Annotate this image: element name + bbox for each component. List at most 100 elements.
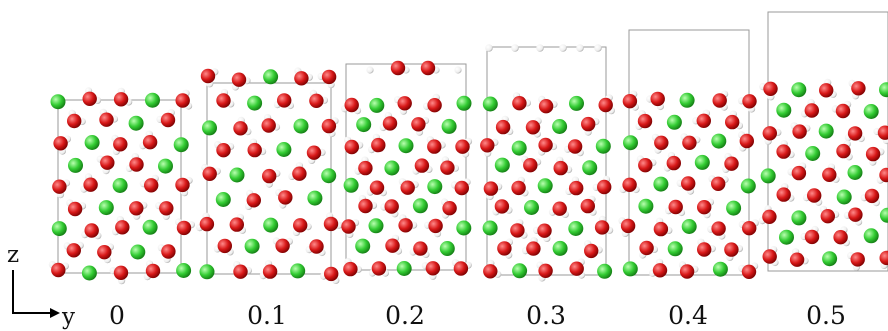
chlorine-atom <box>694 154 710 170</box>
chlorine-atom <box>726 200 742 216</box>
oxygen-atom <box>865 146 881 162</box>
chlorine-atom <box>776 102 792 118</box>
oxygen-atom <box>277 93 292 108</box>
chlorine-atom <box>711 133 727 149</box>
oxygen-atom <box>552 201 567 216</box>
chlorine-atom <box>215 192 231 207</box>
panel-label: 0.3 <box>526 301 566 330</box>
oxygen-atom <box>789 252 805 267</box>
chlorine-atom <box>638 198 654 214</box>
oxygen-atom <box>494 199 510 214</box>
chlorine-atom <box>879 82 888 98</box>
oxygen-atom <box>142 135 158 150</box>
oxygen-atom <box>681 176 696 191</box>
chlorine-atom <box>369 97 385 113</box>
oxygen-atom <box>113 92 129 107</box>
oxygen-atom <box>97 245 112 260</box>
oxygen-atom <box>877 125 888 140</box>
oxygen-atom <box>175 93 190 108</box>
chlorine-atom <box>355 238 371 254</box>
oxygen-atom <box>358 160 373 176</box>
oxygen-atom <box>725 114 740 130</box>
oxygen-atom <box>598 97 613 113</box>
oxygen-atom <box>231 72 247 87</box>
chlorine-atom <box>791 210 807 226</box>
chlorine-atom <box>595 138 611 154</box>
oxygen-atom <box>233 121 248 136</box>
oxygen-atom <box>384 199 399 214</box>
oxygen-atom <box>453 261 469 276</box>
chlorine-atom <box>321 168 337 184</box>
oxygen-atom <box>53 136 68 151</box>
oxygen-atom <box>99 112 114 127</box>
atom-layer <box>48 44 888 285</box>
panel-label: 0.4 <box>668 301 708 330</box>
oxygen-atom <box>229 217 244 232</box>
oxygen-atom <box>792 124 807 139</box>
oxygen-atom <box>581 116 596 132</box>
chlorine-atom <box>879 207 888 223</box>
hydrogen-atom <box>366 66 374 74</box>
oxygen-atom <box>84 223 99 238</box>
chlorine-atom <box>247 95 263 111</box>
chlorine-atom <box>512 263 528 279</box>
oxygen-atom <box>425 261 441 276</box>
hydrogen-atom <box>559 44 567 52</box>
oxygen-atom <box>129 157 144 172</box>
z-axis-label: z <box>7 242 19 268</box>
oxygen-atom <box>113 137 128 152</box>
oxygen-atom <box>161 244 176 259</box>
oxygen-atom <box>145 263 161 279</box>
oxygen-atom <box>247 142 262 158</box>
chlorine-atom <box>836 189 852 205</box>
chlorine-atom <box>760 168 776 184</box>
oxygen-atom <box>622 177 637 192</box>
chlorine-atom <box>128 115 144 131</box>
chlorine-atom <box>173 137 189 153</box>
chlorine-atom <box>68 157 83 173</box>
oxygen-atom <box>343 261 358 277</box>
oxygen-atom <box>637 113 653 129</box>
panel-labels: 0 0.1 0.2 0.3 0.4 0.5 <box>109 301 846 330</box>
oxygen-atom <box>668 199 683 215</box>
chlorine-atom <box>343 177 359 193</box>
oxygen-atom <box>261 118 276 133</box>
chlorine-atom <box>482 96 498 112</box>
chlorine-atom <box>158 158 173 174</box>
oxygen-atom <box>428 218 443 234</box>
oxygen-atom <box>567 139 583 154</box>
chlorine-atom <box>202 120 217 136</box>
chlorine-atom <box>142 219 158 235</box>
oxygen-atom <box>160 112 176 128</box>
chlorine-atom <box>199 264 215 280</box>
chlorine-atom <box>384 160 400 176</box>
chlorine-atom <box>50 94 66 110</box>
chlorine-atom <box>81 265 97 281</box>
oxygen-atom <box>83 177 98 192</box>
hydrogen-atom <box>511 44 519 52</box>
panel-label: 0 <box>109 301 125 330</box>
oxygen-atom <box>371 137 386 153</box>
oxygen-atom <box>804 103 819 118</box>
oxygen-atom <box>739 133 754 149</box>
y-axis-arrowhead <box>50 308 60 318</box>
oxygen-atom <box>390 60 406 76</box>
oxygen-atom <box>569 261 584 276</box>
chlorine-atom <box>293 118 309 134</box>
oxygen-atom <box>653 221 669 237</box>
chlorine-atom <box>597 263 613 279</box>
oxygen-atom <box>321 69 337 85</box>
oxygen-atom <box>397 96 412 111</box>
chlorine-atom <box>791 82 807 98</box>
oxygen-atom <box>776 187 791 202</box>
oxygen-atom <box>724 242 739 257</box>
oxygen-atom <box>819 83 834 98</box>
chlorine-atom <box>368 218 384 234</box>
hydrogen-atom <box>594 44 602 52</box>
oxygen-atom <box>483 181 499 196</box>
oxygen-atom <box>526 241 541 256</box>
chlorine-atom <box>863 228 879 244</box>
chlorine-atom <box>51 221 67 237</box>
oxygen-atom <box>848 207 863 222</box>
oxygen-atom <box>309 239 324 254</box>
